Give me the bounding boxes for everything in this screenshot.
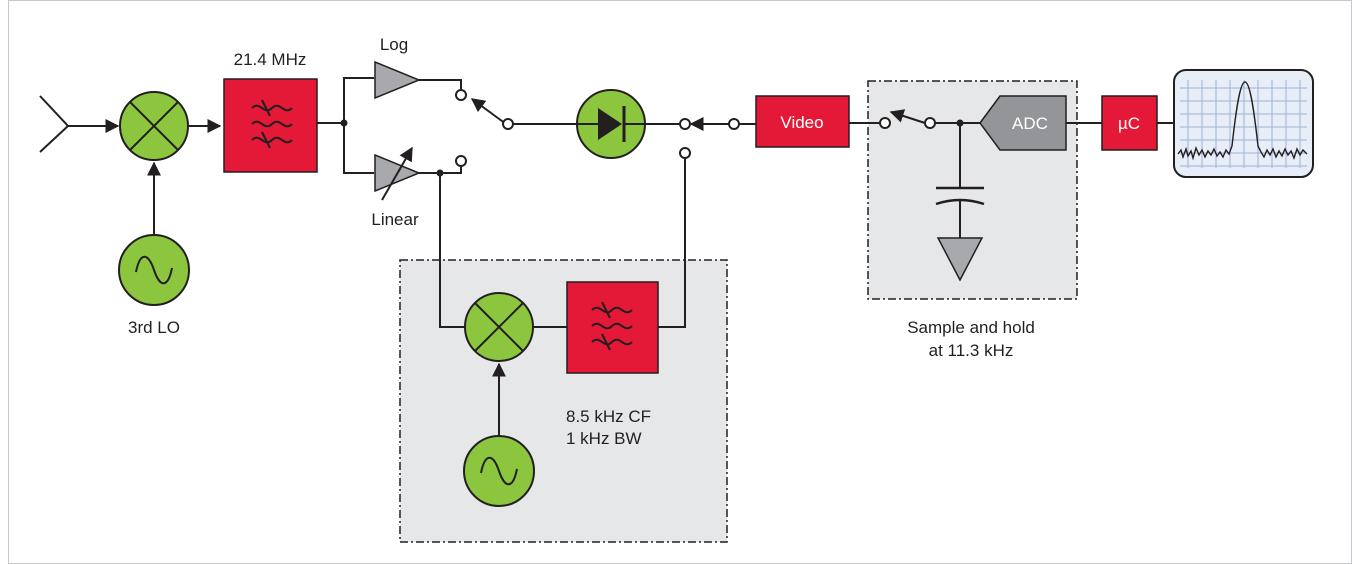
third-lo-label: 3rd LO xyxy=(128,318,180,337)
switch-contact xyxy=(679,118,691,130)
sample-hold-label-line2: at 11.3 kHz xyxy=(929,341,1014,360)
selector-switch-icon xyxy=(470,98,514,130)
video-label: Video xyxy=(780,113,823,132)
hold-capacitor-icon xyxy=(935,123,985,238)
linear-amplifier-icon xyxy=(374,146,421,201)
bandpass-filter-icon xyxy=(223,78,318,173)
display-screen-icon xyxy=(1173,69,1314,178)
mixer-icon xyxy=(464,292,534,362)
narrow-filter-region xyxy=(399,259,728,543)
linear-amp-label: Linear xyxy=(371,210,419,229)
mixer-icon xyxy=(119,91,189,161)
microcontroller-label: µC xyxy=(1118,114,1140,133)
adc-label: ADC xyxy=(1012,114,1048,133)
ground-icon xyxy=(936,237,984,282)
sample-switch-icon xyxy=(889,109,936,129)
oscillator-icon xyxy=(118,234,190,306)
sample-hold-label-line1: Sample and hold xyxy=(907,318,1035,337)
bandpass-filter-icon xyxy=(566,281,659,374)
video-switch-icon xyxy=(689,117,740,131)
oscillator-icon xyxy=(463,435,535,507)
filter-bw-label: 1 kHz BW xyxy=(566,429,642,448)
detector-diode-icon xyxy=(576,89,646,159)
switch-contact xyxy=(455,89,467,101)
video-filter-block: Video xyxy=(755,95,850,148)
if-filter-label: 21.4 MHz xyxy=(234,50,307,69)
microcontroller-block: µC xyxy=(1101,95,1158,151)
log-amp-label: Log xyxy=(380,35,408,54)
antenna-icon xyxy=(39,95,70,153)
switch-contact xyxy=(455,155,467,167)
filter-cf-label: 8.5 kHz CF xyxy=(566,407,651,426)
switch-contact xyxy=(879,117,891,129)
switch-contact xyxy=(679,147,691,159)
log-amplifier-icon xyxy=(374,60,421,100)
